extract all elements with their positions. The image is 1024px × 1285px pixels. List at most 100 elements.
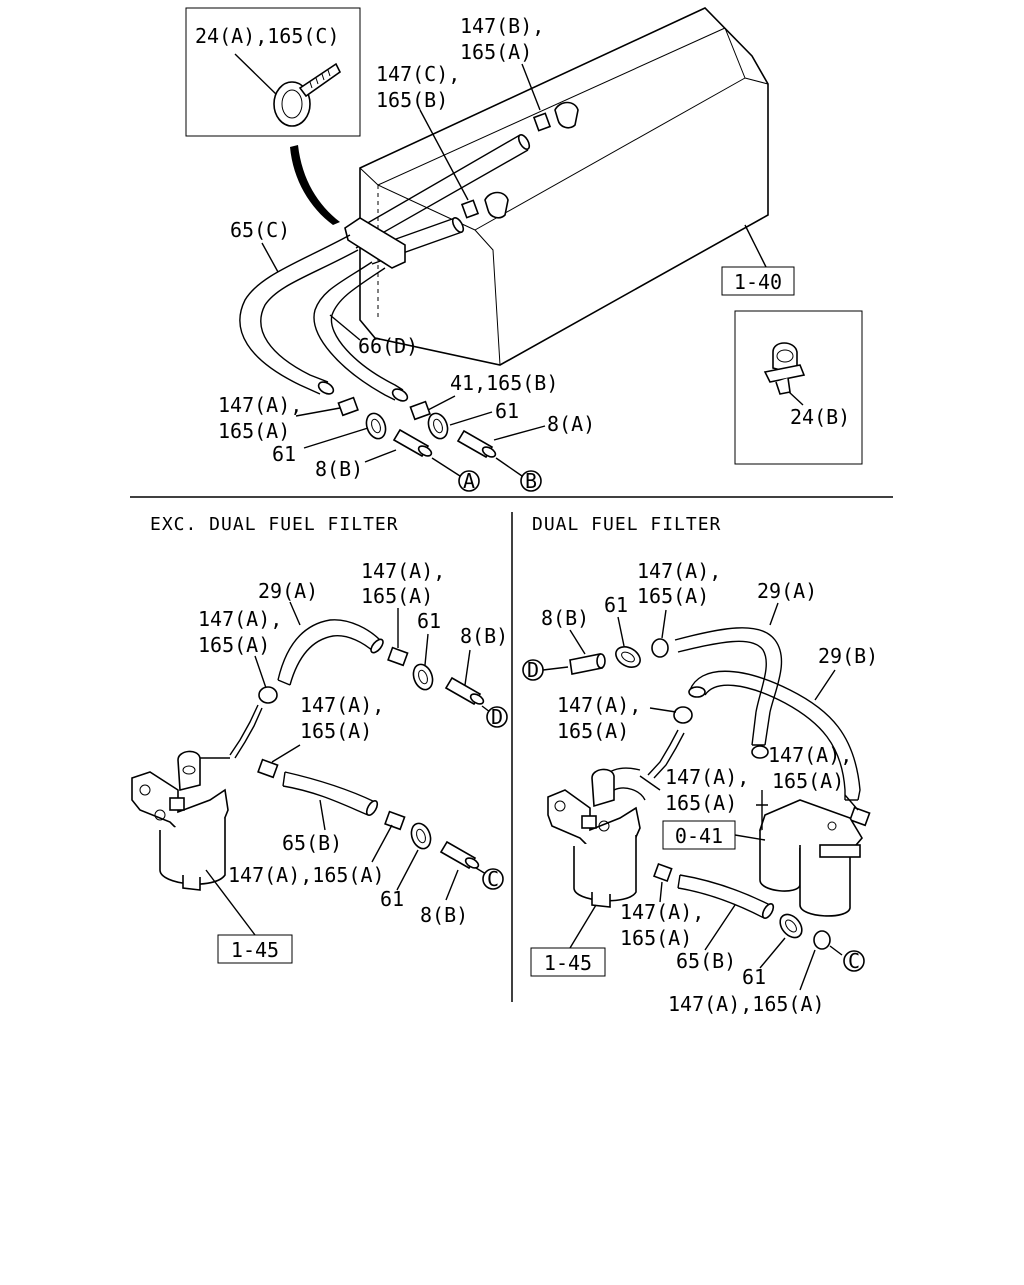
dual-filter-assembly: D bbox=[522, 559, 878, 1016]
hose-clamp-61b-icon bbox=[779, 913, 803, 939]
label-165a: 165(A) bbox=[198, 633, 270, 657]
clamp-147a-icon bbox=[257, 758, 279, 779]
label-24a-165c: 24(A),165(C) bbox=[195, 24, 340, 48]
label-147a: 147(A), bbox=[300, 693, 384, 717]
label-8b: 8(B) bbox=[541, 606, 589, 630]
ref-box-1-45[interactable] bbox=[217, 934, 293, 964]
label-147a: 147(A), bbox=[198, 607, 282, 631]
label-65c: 65(C) bbox=[230, 218, 290, 242]
label-8b: 8(B) bbox=[420, 903, 468, 927]
label-147a: 147(A), bbox=[218, 393, 302, 417]
inset-box-clip bbox=[734, 310, 863, 465]
hose-65b bbox=[282, 771, 376, 816]
hose-65c bbox=[239, 234, 351, 395]
label-61: 61 bbox=[495, 399, 519, 423]
hose-clamp-61-icon bbox=[412, 663, 434, 691]
label-61: 61 bbox=[380, 887, 404, 911]
label-147a: 147(A), bbox=[620, 900, 704, 924]
connector-a-label: A bbox=[463, 469, 475, 493]
label-61: 61 bbox=[742, 965, 766, 989]
label-165a: 165(A) bbox=[772, 769, 844, 793]
hose-66d bbox=[313, 261, 396, 401]
clamp-147a-icon bbox=[258, 686, 278, 704]
label-24b: 24(B) bbox=[790, 405, 850, 429]
label-66d: 66(D) bbox=[358, 334, 418, 358]
label-61: 61 bbox=[272, 442, 296, 466]
hose-clamp-61-icon bbox=[615, 646, 641, 668]
clamp-147a-icon bbox=[751, 745, 769, 759]
label-147a: 147(A), bbox=[768, 743, 852, 767]
label-165b: 165(B) bbox=[376, 88, 448, 112]
connector-c-icon bbox=[482, 868, 504, 890]
fuel-filter bbox=[131, 750, 229, 891]
connector-d-label: D bbox=[491, 705, 503, 729]
label-147a: 147(A), bbox=[557, 693, 641, 717]
label-165a: 165(A) bbox=[637, 584, 709, 608]
label-61: 61 bbox=[417, 609, 441, 633]
connector-c-label: C bbox=[487, 867, 499, 891]
ref-box-1-45[interactable] bbox=[530, 947, 606, 977]
pipe-clip-icon bbox=[763, 342, 806, 395]
connector-d-label: D bbox=[527, 658, 539, 682]
fuel-filter bbox=[547, 768, 646, 908]
label-147a-165a: 147(A),165(A) bbox=[668, 992, 825, 1016]
label-65b: 65(B) bbox=[282, 831, 342, 855]
label-165a: 165(A) bbox=[665, 791, 737, 815]
clamp-147a-icon bbox=[384, 810, 406, 831]
connector-d-icon bbox=[486, 706, 508, 728]
label-165a: 165(A) bbox=[620, 926, 692, 950]
clamp-41-icon bbox=[409, 400, 431, 421]
clamp-147a-icon bbox=[653, 862, 673, 882]
hose-clamp-61-icon bbox=[365, 412, 387, 440]
single-filter-assembly: D C 29(A) 147(A), 165(A) bbox=[131, 559, 508, 964]
section-title-dual: DUAL FUEL FILTER bbox=[532, 514, 721, 535]
ref-0-41[interactable]: 0-41 bbox=[675, 824, 723, 848]
connector-c-label: C bbox=[848, 949, 860, 973]
fuel-tank-assembly: 24(A),165(C) bbox=[185, 7, 863, 493]
label-147a-165a: 147(A),165(A) bbox=[228, 863, 385, 887]
label-41-165b: 41,165(B) bbox=[450, 371, 558, 395]
tank-body bbox=[359, 7, 769, 366]
label-29b: 29(B) bbox=[818, 644, 878, 668]
clamp-147a-icon bbox=[387, 646, 409, 667]
hose-29b bbox=[689, 670, 861, 801]
connector-c-icon bbox=[843, 950, 865, 972]
label-147b: 147(B), bbox=[460, 14, 544, 38]
clamp-147a-icon bbox=[337, 396, 359, 417]
label-165a: 165(A) bbox=[300, 719, 372, 743]
tank-fitting-supply bbox=[460, 191, 509, 219]
label-165a: 165(A) bbox=[557, 719, 629, 743]
connector-a-icon bbox=[458, 470, 480, 492]
ref-box-1-40[interactable] bbox=[721, 266, 795, 296]
hose-29a bbox=[277, 619, 381, 681]
label-61: 61 bbox=[604, 593, 628, 617]
label-165a: 165(A) bbox=[218, 419, 290, 443]
label-8b: 8(B) bbox=[315, 457, 363, 481]
hose-29a bbox=[674, 627, 783, 713]
label-147a: 147(A), bbox=[637, 559, 721, 583]
label-165a: 165(A) bbox=[460, 40, 532, 64]
inset-box-clamp bbox=[185, 7, 361, 137]
label-29a: 29(A) bbox=[258, 579, 318, 603]
label-29a: 29(A) bbox=[757, 579, 817, 603]
clamp-147a-icon bbox=[849, 806, 871, 827]
clamp-147a-icon bbox=[673, 706, 693, 724]
section-title-exc-dual: EXC. DUAL FUEL FILTER bbox=[150, 514, 399, 535]
label-147c: 147(C), bbox=[376, 62, 460, 86]
ref-1-45[interactable]: 1-45 bbox=[544, 951, 592, 975]
label-147a: 147(A), bbox=[361, 559, 445, 583]
arrow-icon bbox=[290, 145, 340, 225]
label-147a: 147(A), bbox=[665, 765, 749, 789]
hose-clamp-61b-icon bbox=[427, 412, 449, 440]
label-165a: 165(A) bbox=[361, 584, 433, 608]
label-8a: 8(A) bbox=[547, 412, 595, 436]
ref-1-45[interactable]: 1-45 bbox=[231, 938, 279, 962]
label-65b: 65(B) bbox=[676, 949, 736, 973]
connector-b-icon bbox=[520, 470, 542, 492]
hose-65b bbox=[677, 874, 771, 919]
dual-fuel-filter bbox=[756, 790, 863, 917]
ref-1-40[interactable]: 1-40 bbox=[734, 270, 782, 294]
clamp-147a-icon bbox=[813, 930, 831, 950]
